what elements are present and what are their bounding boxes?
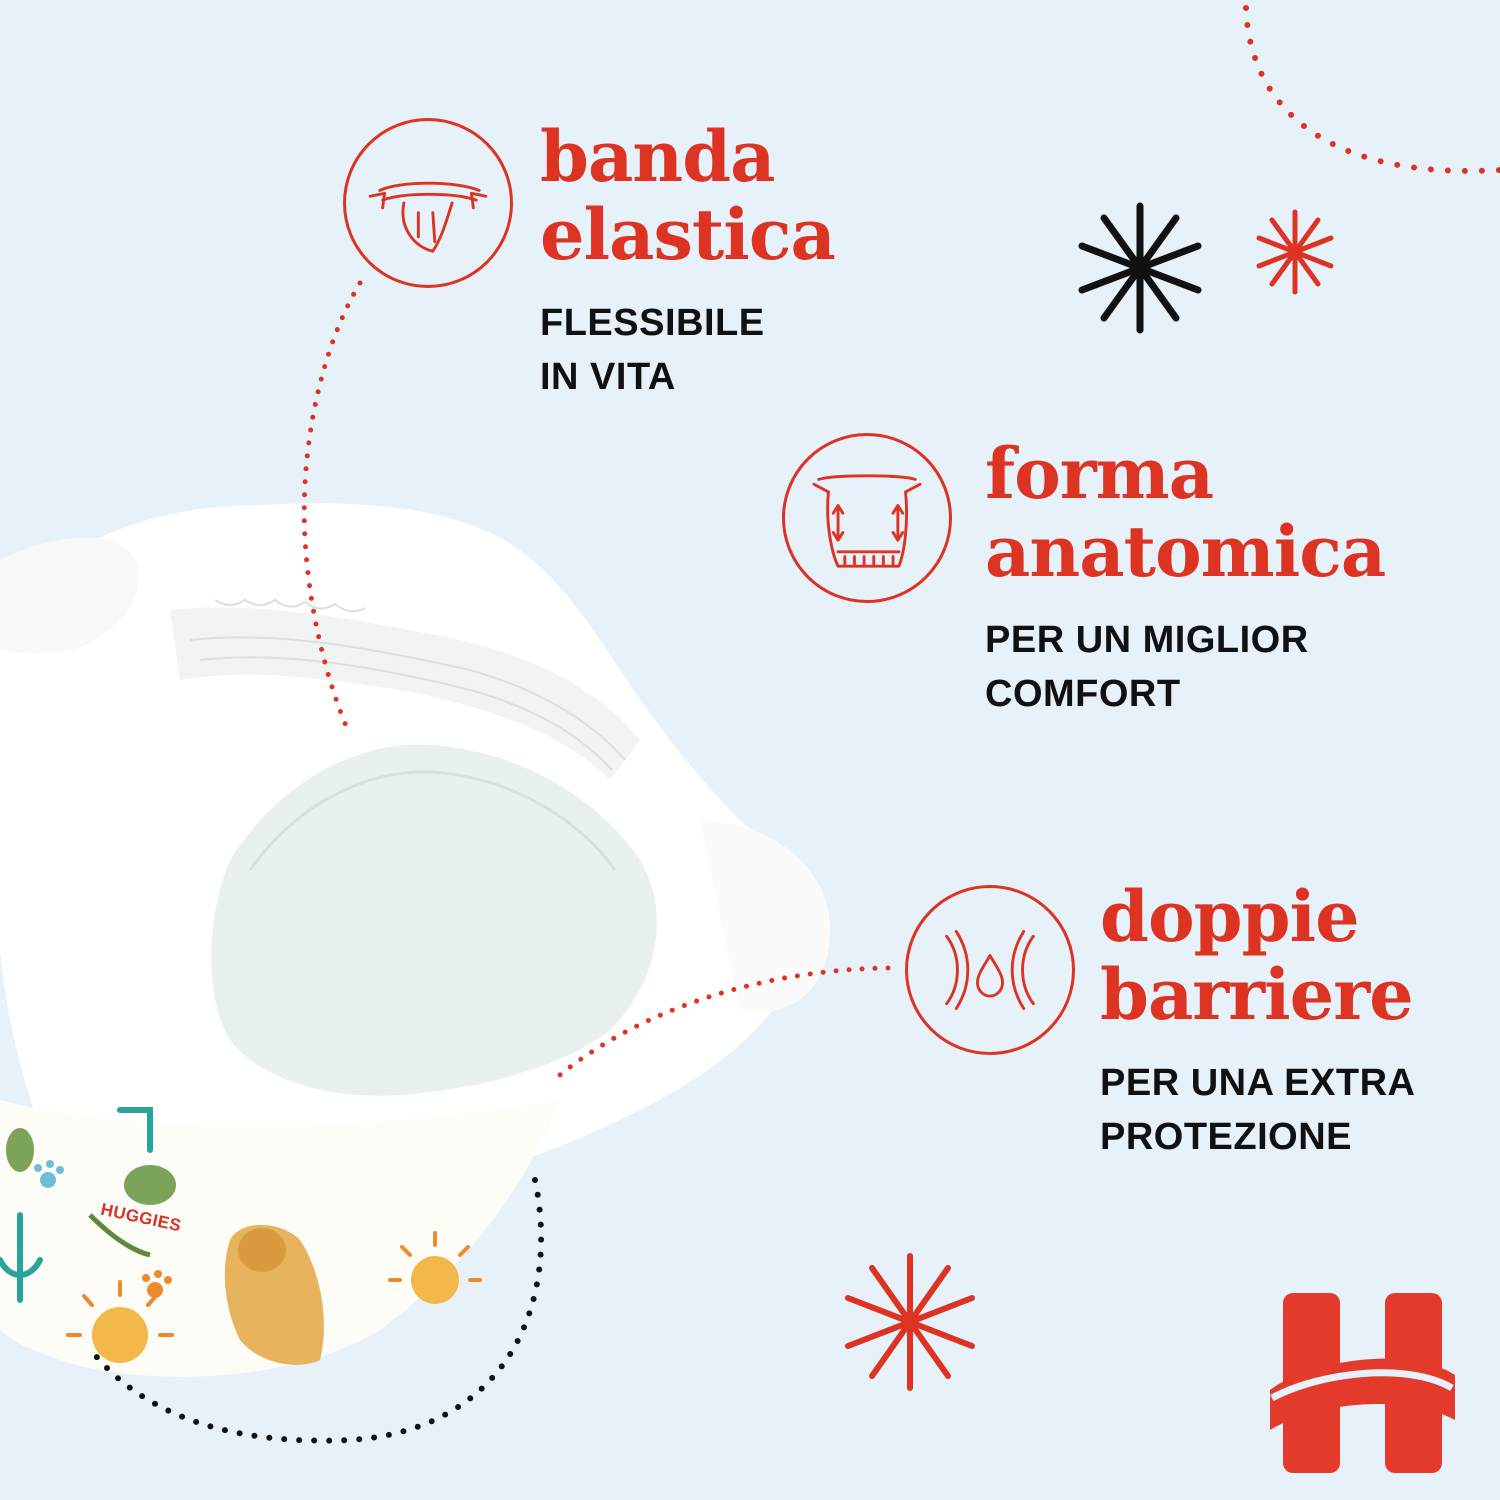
feature-title-line: barriere	[1100, 953, 1414, 1036]
feature-banda-elastica: banda elastica FLESSIBILE IN VITA	[540, 115, 836, 404]
anatomical-shape-icon	[782, 433, 952, 603]
double-barrier-icon	[905, 885, 1075, 1055]
feature-title-line: elastica	[540, 193, 836, 276]
feature-title: forma anatomica	[985, 432, 1386, 593]
feature-title-line: doppie	[1100, 875, 1360, 958]
asterisk-black-icon	[1078, 202, 1202, 334]
feature-subtitle-line: IN VITA	[540, 356, 676, 398]
asterisk-red-large-icon	[845, 1253, 975, 1391]
dotted-line-doppie	[557, 965, 891, 1078]
feature-subtitle-line: PER UN MIGLIOR	[985, 619, 1309, 661]
elastic-waistband-icon	[343, 118, 513, 288]
feature-subtitle: PER UNA EXTRA PROTEZIONE	[1100, 1056, 1415, 1164]
feature-subtitle-line: FLESSIBILE	[540, 302, 765, 344]
feature-subtitle: PER UN MIGLIOR COMFORT	[985, 613, 1385, 721]
feature-doppie-barriere: doppie barriere PER UNA EXTRA PROTEZIONE	[1100, 878, 1415, 1164]
feature-title-line: banda	[540, 115, 775, 198]
feature-title: doppie barriere	[1100, 878, 1415, 1034]
huggies-h-logo-icon	[1270, 1293, 1455, 1473]
dotted-arc-top-right	[1243, 5, 1500, 174]
feature-forma-anatomica: forma anatomica PER UN MIGLIOR COMFORT	[985, 432, 1386, 721]
feature-subtitle-line: PER UNA EXTRA	[1100, 1062, 1416, 1104]
feature-subtitle-line: COMFORT	[985, 673, 1181, 715]
feature-title-line: forma	[985, 432, 1214, 515]
diaper-illustration	[0, 503, 830, 1377]
feature-subtitle: FLESSIBILE IN VITA	[540, 296, 835, 404]
asterisk-red-small-icon	[1256, 209, 1334, 295]
feature-subtitle-line: PROTEZIONE	[1100, 1116, 1353, 1158]
feature-title: banda elastica	[540, 115, 836, 276]
feature-title-line: anatomica	[985, 510, 1386, 593]
dotted-line-bottom-black	[92, 1177, 545, 1444]
